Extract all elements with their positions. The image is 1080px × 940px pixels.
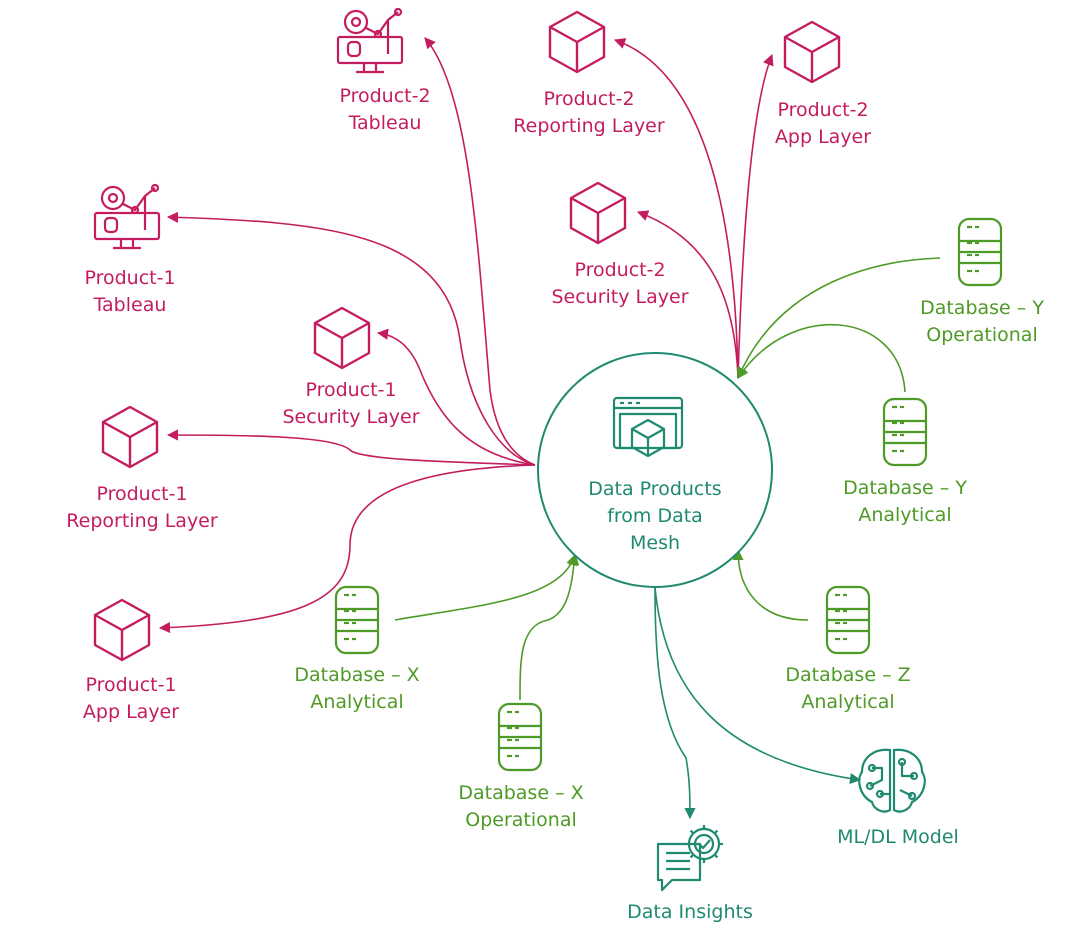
node-label-db-y-analytical: Database – Y Analytical — [843, 475, 967, 529]
link-db-z-analytical-to-hub — [732, 548, 809, 621]
node-label-line: Tableau — [93, 294, 167, 316]
node-label-line: Database – Z — [785, 664, 911, 686]
node-label-line: Product-1 — [96, 483, 188, 505]
node-label-data-insights: Data Insights — [627, 899, 753, 926]
node-label-line: Database – Y — [920, 297, 1044, 319]
node-label-line: Database – Y — [843, 477, 967, 499]
database-icon — [497, 702, 543, 772]
link-hub-to-p1-app — [158, 464, 536, 634]
hub-label-line: Mesh — [629, 532, 681, 554]
node-label-line: ML/DL Model — [837, 826, 959, 848]
node-label-line: Product-1 — [305, 379, 397, 401]
node-label-line: Operational — [926, 324, 1038, 346]
node-label-db-z-analytical: Database – Z Analytical — [785, 662, 910, 716]
cube-icon — [783, 20, 841, 84]
node-label-line: Security Layer — [551, 286, 689, 308]
brain-circuit-icon — [858, 748, 926, 813]
insights-report-icon — [656, 825, 723, 892]
link-hub-to-ml-dl-model — [654, 587, 862, 785]
data-product-window-icon — [612, 396, 684, 458]
node-label-line: Database – X — [294, 664, 420, 686]
node-label-line: Analytical — [858, 504, 952, 526]
node-label-line: Analytical — [801, 691, 895, 713]
cube-icon — [313, 306, 371, 370]
database-icon — [957, 217, 1003, 287]
node-label-line: App Layer — [774, 126, 872, 148]
database-icon — [825, 585, 871, 655]
node-label-line: Product-2 — [543, 88, 635, 110]
hub-circle — [537, 352, 773, 588]
link-hub-to-p2-security — [636, 210, 739, 379]
link-hub-to-p2-tableau — [424, 37, 536, 466]
database-icon — [334, 585, 380, 655]
link-db-x-operational-to-hub — [519, 553, 580, 701]
node-label-line: Tableau — [348, 112, 422, 134]
node-label-db-x-operational: Database – X Operational — [458, 780, 583, 834]
cube-icon — [548, 10, 606, 74]
node-label-line: Product-1 — [85, 674, 177, 696]
node-label-line: Product-2 — [777, 99, 869, 121]
analytics-dashboard-icon — [336, 7, 404, 74]
hub-label: Data Products from Data Mesh — [555, 476, 755, 557]
link-db-y-analytical-to-hub — [737, 323, 906, 393]
link-hub-to-p2-reporting — [613, 38, 739, 379]
node-label-line: App Layer — [82, 701, 180, 723]
link-hub-to-p1-security — [376, 328, 536, 466]
node-label-line: Data Insights — [627, 901, 753, 923]
node-label-ml-dl-model: ML/DL Model — [837, 824, 959, 851]
database-icon — [882, 397, 928, 467]
analytics-dashboard-icon — [93, 183, 161, 250]
cube-icon — [101, 405, 159, 469]
connector-lines — [158, 37, 941, 820]
cube-icon — [93, 598, 151, 662]
node-label-line: Product-1 — [84, 267, 176, 289]
node-label-db-y-operational: Database – Y Operational — [920, 295, 1044, 349]
node-label-line: Analytical — [310, 691, 404, 713]
link-db-y-operational-to-hub — [736, 257, 941, 380]
link-hub-to-p1-reporting — [166, 429, 536, 466]
node-label-line: Reporting Layer — [513, 115, 665, 137]
node-label-line: Security Layer — [282, 406, 420, 428]
hub-label-line: from Data — [607, 505, 703, 527]
hub-label-line: Data Products — [588, 478, 722, 500]
node-label-line: Product-2 — [339, 85, 431, 107]
link-db-x-analytical-to-hub — [394, 553, 578, 621]
link-hub-to-p1-tableau — [166, 211, 536, 466]
node-label-line: Product-2 — [574, 259, 666, 281]
link-hub-to-p2-app — [737, 53, 774, 379]
node-label-line: Operational — [465, 809, 577, 831]
link-hub-to-data-insights — [654, 587, 696, 820]
node-label-line: Reporting Layer — [66, 510, 218, 532]
node-label-line: Database – X — [458, 782, 584, 804]
cube-icon — [569, 181, 627, 245]
node-label-db-x-analytical: Database – X Analytical — [294, 662, 419, 716]
